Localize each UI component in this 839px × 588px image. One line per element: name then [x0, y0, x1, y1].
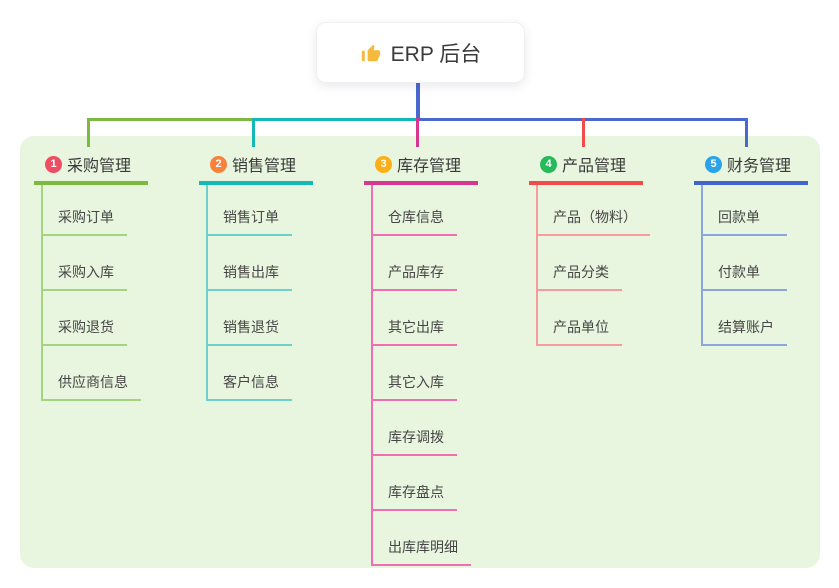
node-item[interactable]: 其它入库: [373, 346, 457, 401]
node-item[interactable]: 产品库存: [373, 236, 457, 291]
root-title: ERP 后台: [390, 42, 482, 66]
branch-label: 库存管理: [397, 158, 462, 175]
drop-line-inventory: [416, 118, 419, 147]
drop-line-finance: [745, 118, 748, 147]
branch-inventory: 3 库存管理 仓库信息 产品库存 其它出库 其它入库 库存调拨 库存盘点 出库库…: [364, 152, 478, 566]
node-item[interactable]: 其它出库: [373, 291, 457, 346]
node-item[interactable]: 产品单位: [538, 291, 622, 346]
branch-finance: 5 财务管理 回款单 付款单 结算账户: [694, 152, 808, 346]
badge-5: 5: [705, 155, 722, 173]
badge-4: 4: [540, 155, 557, 173]
connector-line-sales: [253, 118, 418, 121]
node-item[interactable]: 结算账户: [703, 291, 787, 346]
node-item[interactable]: 付款单: [703, 236, 787, 291]
root-node-erp[interactable]: ERP 后台: [316, 22, 525, 83]
node-item[interactable]: 采购订单: [43, 185, 127, 236]
node-item[interactable]: 客户信息: [208, 346, 292, 401]
node-item[interactable]: 采购退货: [43, 291, 127, 346]
badge-3: 3: [375, 155, 392, 173]
node-item[interactable]: 产品分类: [538, 236, 622, 291]
thumbs-up-icon: [360, 42, 382, 64]
branch-product: 4 产品管理 产品（物料） 产品分类 产品单位: [529, 152, 650, 346]
node-item[interactable]: 库存调拨: [373, 401, 457, 456]
node-item[interactable]: 仓库信息: [373, 185, 457, 236]
branch-items: 产品（物料） 产品分类 产品单位: [536, 185, 650, 346]
branch-label: 财务管理: [727, 158, 792, 175]
branch-label: 产品管理: [562, 158, 627, 175]
branch-items: 采购订单 采购入库 采购退货 供应商信息: [41, 185, 141, 401]
branch-node-product[interactable]: 4 产品管理: [529, 152, 643, 185]
node-item[interactable]: 销售订单: [208, 185, 292, 236]
drop-line-product: [582, 118, 585, 147]
branch-items: 销售订单 销售出库 销售退货 客户信息: [206, 185, 292, 401]
node-item[interactable]: 采购入库: [43, 236, 127, 291]
badge-2: 2: [210, 155, 227, 173]
branch-items: 回款单 付款单 结算账户: [701, 185, 787, 346]
node-item[interactable]: 产品（物料）: [538, 185, 650, 236]
branch-label: 采购管理: [67, 158, 132, 175]
node-item[interactable]: 供应商信息: [43, 346, 141, 401]
drop-line-purchase: [87, 118, 90, 147]
branch-label: 销售管理: [232, 158, 297, 175]
connector-line-purchase: [87, 118, 253, 121]
node-item[interactable]: 出库库明细: [373, 511, 471, 566]
branches-background-panel: [20, 136, 820, 568]
branch-sales: 2 销售管理 销售订单 销售出库 销售退货 客户信息: [199, 152, 313, 401]
badge-1: 1: [45, 155, 62, 173]
branch-node-inventory[interactable]: 3 库存管理: [364, 152, 478, 185]
node-item[interactable]: 库存盘点: [373, 456, 457, 511]
node-item[interactable]: 销售退货: [208, 291, 292, 346]
root-stem-line: [416, 81, 420, 119]
node-item[interactable]: 销售出库: [208, 236, 292, 291]
branch-items: 仓库信息 产品库存 其它出库 其它入库 库存调拨 库存盘点 出库库明细: [371, 185, 471, 566]
branch-node-sales[interactable]: 2 销售管理: [199, 152, 313, 185]
drop-line-sales: [252, 118, 255, 147]
node-item[interactable]: 回款单: [703, 185, 787, 236]
branch-node-purchase[interactable]: 1 采购管理: [34, 152, 148, 185]
branch-node-finance[interactable]: 5 财务管理: [694, 152, 808, 185]
branch-purchase: 1 采购管理 采购订单 采购入库 采购退货 供应商信息: [34, 152, 148, 401]
